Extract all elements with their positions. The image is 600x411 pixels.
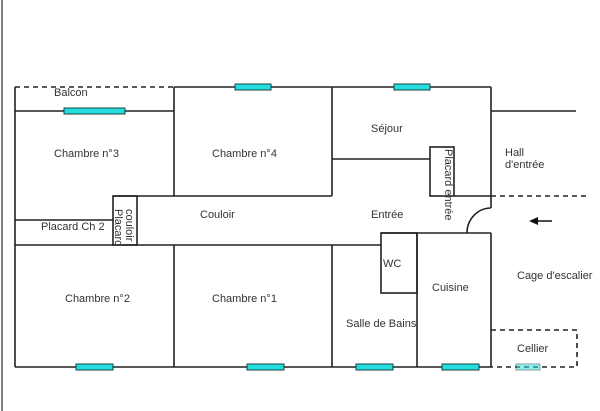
label-balcon: Balcon <box>54 87 88 99</box>
label-placard-couloir-1: Placard <box>112 209 124 246</box>
window <box>355 363 394 371</box>
windows <box>63 83 541 371</box>
label-hall-1: Hall <box>505 147 524 159</box>
label-chambre4: Chambre n°4 <box>212 148 277 160</box>
window <box>234 83 272 91</box>
label-cellier: Cellier <box>517 343 549 355</box>
window <box>515 363 541 371</box>
window <box>75 363 114 371</box>
window <box>246 363 285 371</box>
label-hall-2: d'entrée <box>505 159 544 171</box>
label-placard-entree: Placard entrée <box>442 149 454 221</box>
label-chambre2: Chambre n°2 <box>65 293 130 305</box>
window <box>393 83 431 91</box>
window <box>441 363 480 371</box>
window <box>63 107 126 115</box>
label-entree: Entrée <box>371 209 403 221</box>
label-couloir: Couloir <box>200 209 235 221</box>
door-swing[interactable] <box>466 207 492 234</box>
placard-entree <box>429 146 455 197</box>
label-cage-escalier: Cage d'escalier <box>517 270 593 282</box>
label-chambre1: Chambre n°1 <box>212 293 277 305</box>
label-wc: WC <box>383 258 401 270</box>
label-placard-ch2: Placard Ch 2 <box>41 221 105 233</box>
label-placard-couloir-2: couloir <box>123 209 135 242</box>
label-chambre3: Chambre n°3 <box>54 148 119 160</box>
label-salle-de-bains: Salle de Bains <box>346 318 417 330</box>
label-sejour: Séjour <box>371 123 403 135</box>
walls <box>14 86 590 368</box>
arrow-left-icon <box>529 217 552 225</box>
label-cuisine: Cuisine <box>432 282 469 294</box>
